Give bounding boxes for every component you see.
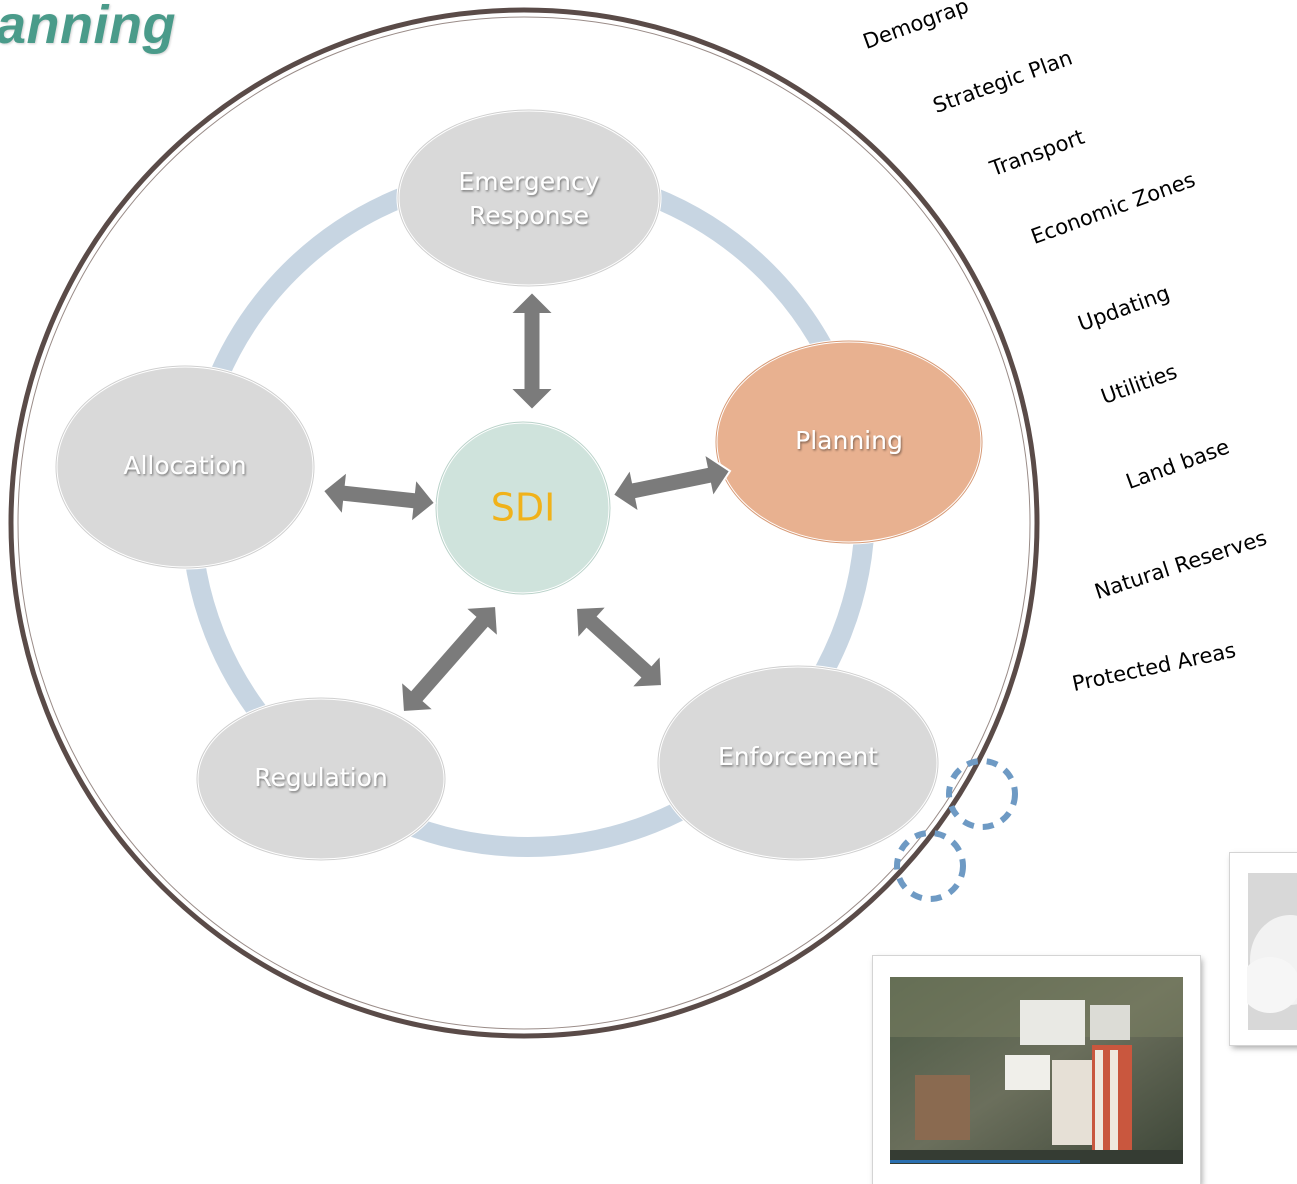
arrow-sdi-regulation (399, 604, 500, 714)
cloud-photo (1240, 873, 1297, 1030)
node-allocation: Allocation (54, 364, 316, 570)
node-emergency-line2: Response (469, 201, 589, 230)
sdi-label: SDI (491, 486, 556, 530)
node-emergency-line1: Emergency (458, 167, 599, 196)
node-emergency-response: Emergency Response (396, 108, 662, 288)
outer-circle-inner-line (17, 16, 1031, 1030)
outer-circle (8, 7, 1040, 1039)
node-regulation: Regulation (195, 696, 447, 862)
arrow-sdi-allocation (321, 469, 437, 525)
dashed-circle-1 (946, 758, 1018, 830)
node-enforcement-label: Enforcement (718, 742, 878, 771)
arrows-group (321, 290, 732, 714)
arrow-sdi-emergency (507, 290, 557, 412)
node-planning-label: Planning (795, 426, 903, 455)
arrow-sdi-planning (611, 451, 732, 515)
node-planning: Planning (714, 339, 984, 545)
node-enforcement: Enforcement (656, 664, 940, 862)
node-sdi: SDI (434, 420, 612, 596)
page-title: anning (0, 0, 176, 55)
node-allocation-label: Allocation (123, 451, 246, 480)
node-regulation-label: Regulation (254, 763, 388, 792)
city-photo (890, 977, 1183, 1166)
city-photo-frame (872, 955, 1201, 1184)
cloud-photo-frame (1229, 852, 1297, 1046)
arrow-sdi-enforcement (574, 605, 664, 689)
dashed-circle-2 (894, 830, 966, 902)
